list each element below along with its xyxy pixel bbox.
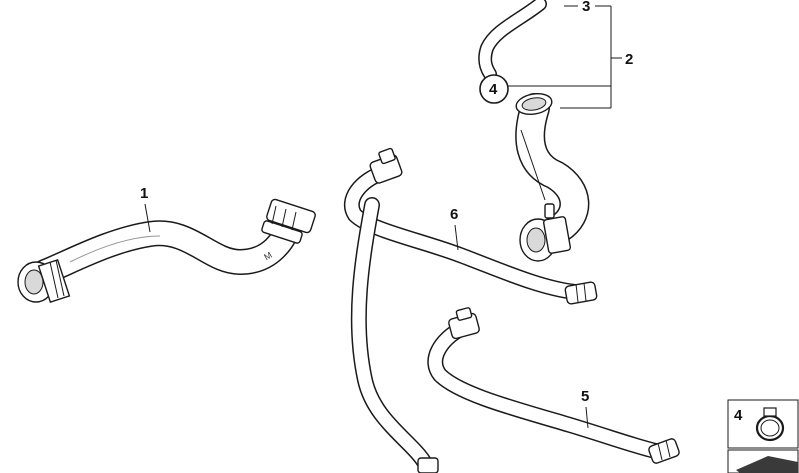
hose-6-bottom-connector: [417, 457, 439, 473]
assembly-2-bottom-connector: [519, 203, 572, 262]
bracket-2: [508, 5, 622, 109]
clamp-icon: [755, 407, 785, 442]
arrow-icon: [736, 456, 798, 473]
hose-6-top-connector: [369, 147, 403, 184]
hose-1-left-clamp: [17, 258, 71, 304]
callout-5: 5: [581, 388, 589, 405]
hose-6: [343, 147, 598, 473]
callout-1: 1: [140, 185, 148, 202]
legend-number: 4: [734, 407, 743, 424]
hose-1-right-connector: [261, 198, 316, 244]
hose-5-right-connector: [648, 438, 680, 464]
leader-1: [144, 203, 151, 233]
legend-box: 4: [727, 399, 799, 473]
callout-2: 2: [625, 51, 633, 68]
hose-6-right-connector: [564, 281, 598, 305]
hose-3: [478, 0, 547, 81]
leader-5: [585, 406, 589, 429]
hose-marking: M: [262, 250, 273, 262]
hose-1: M: [17, 198, 316, 304]
callout-4-circle: 4: [479, 74, 509, 104]
hose-5: [427, 307, 680, 464]
callout-3: 3: [582, 0, 590, 15]
assembly-2-hose: [515, 92, 590, 262]
callout-6: 6: [450, 206, 458, 223]
hose-5-top-connector: [448, 307, 480, 340]
callout-4: 4: [489, 81, 498, 98]
leader-6: [454, 224, 459, 251]
assembly-2-top-collar: [515, 92, 553, 116]
